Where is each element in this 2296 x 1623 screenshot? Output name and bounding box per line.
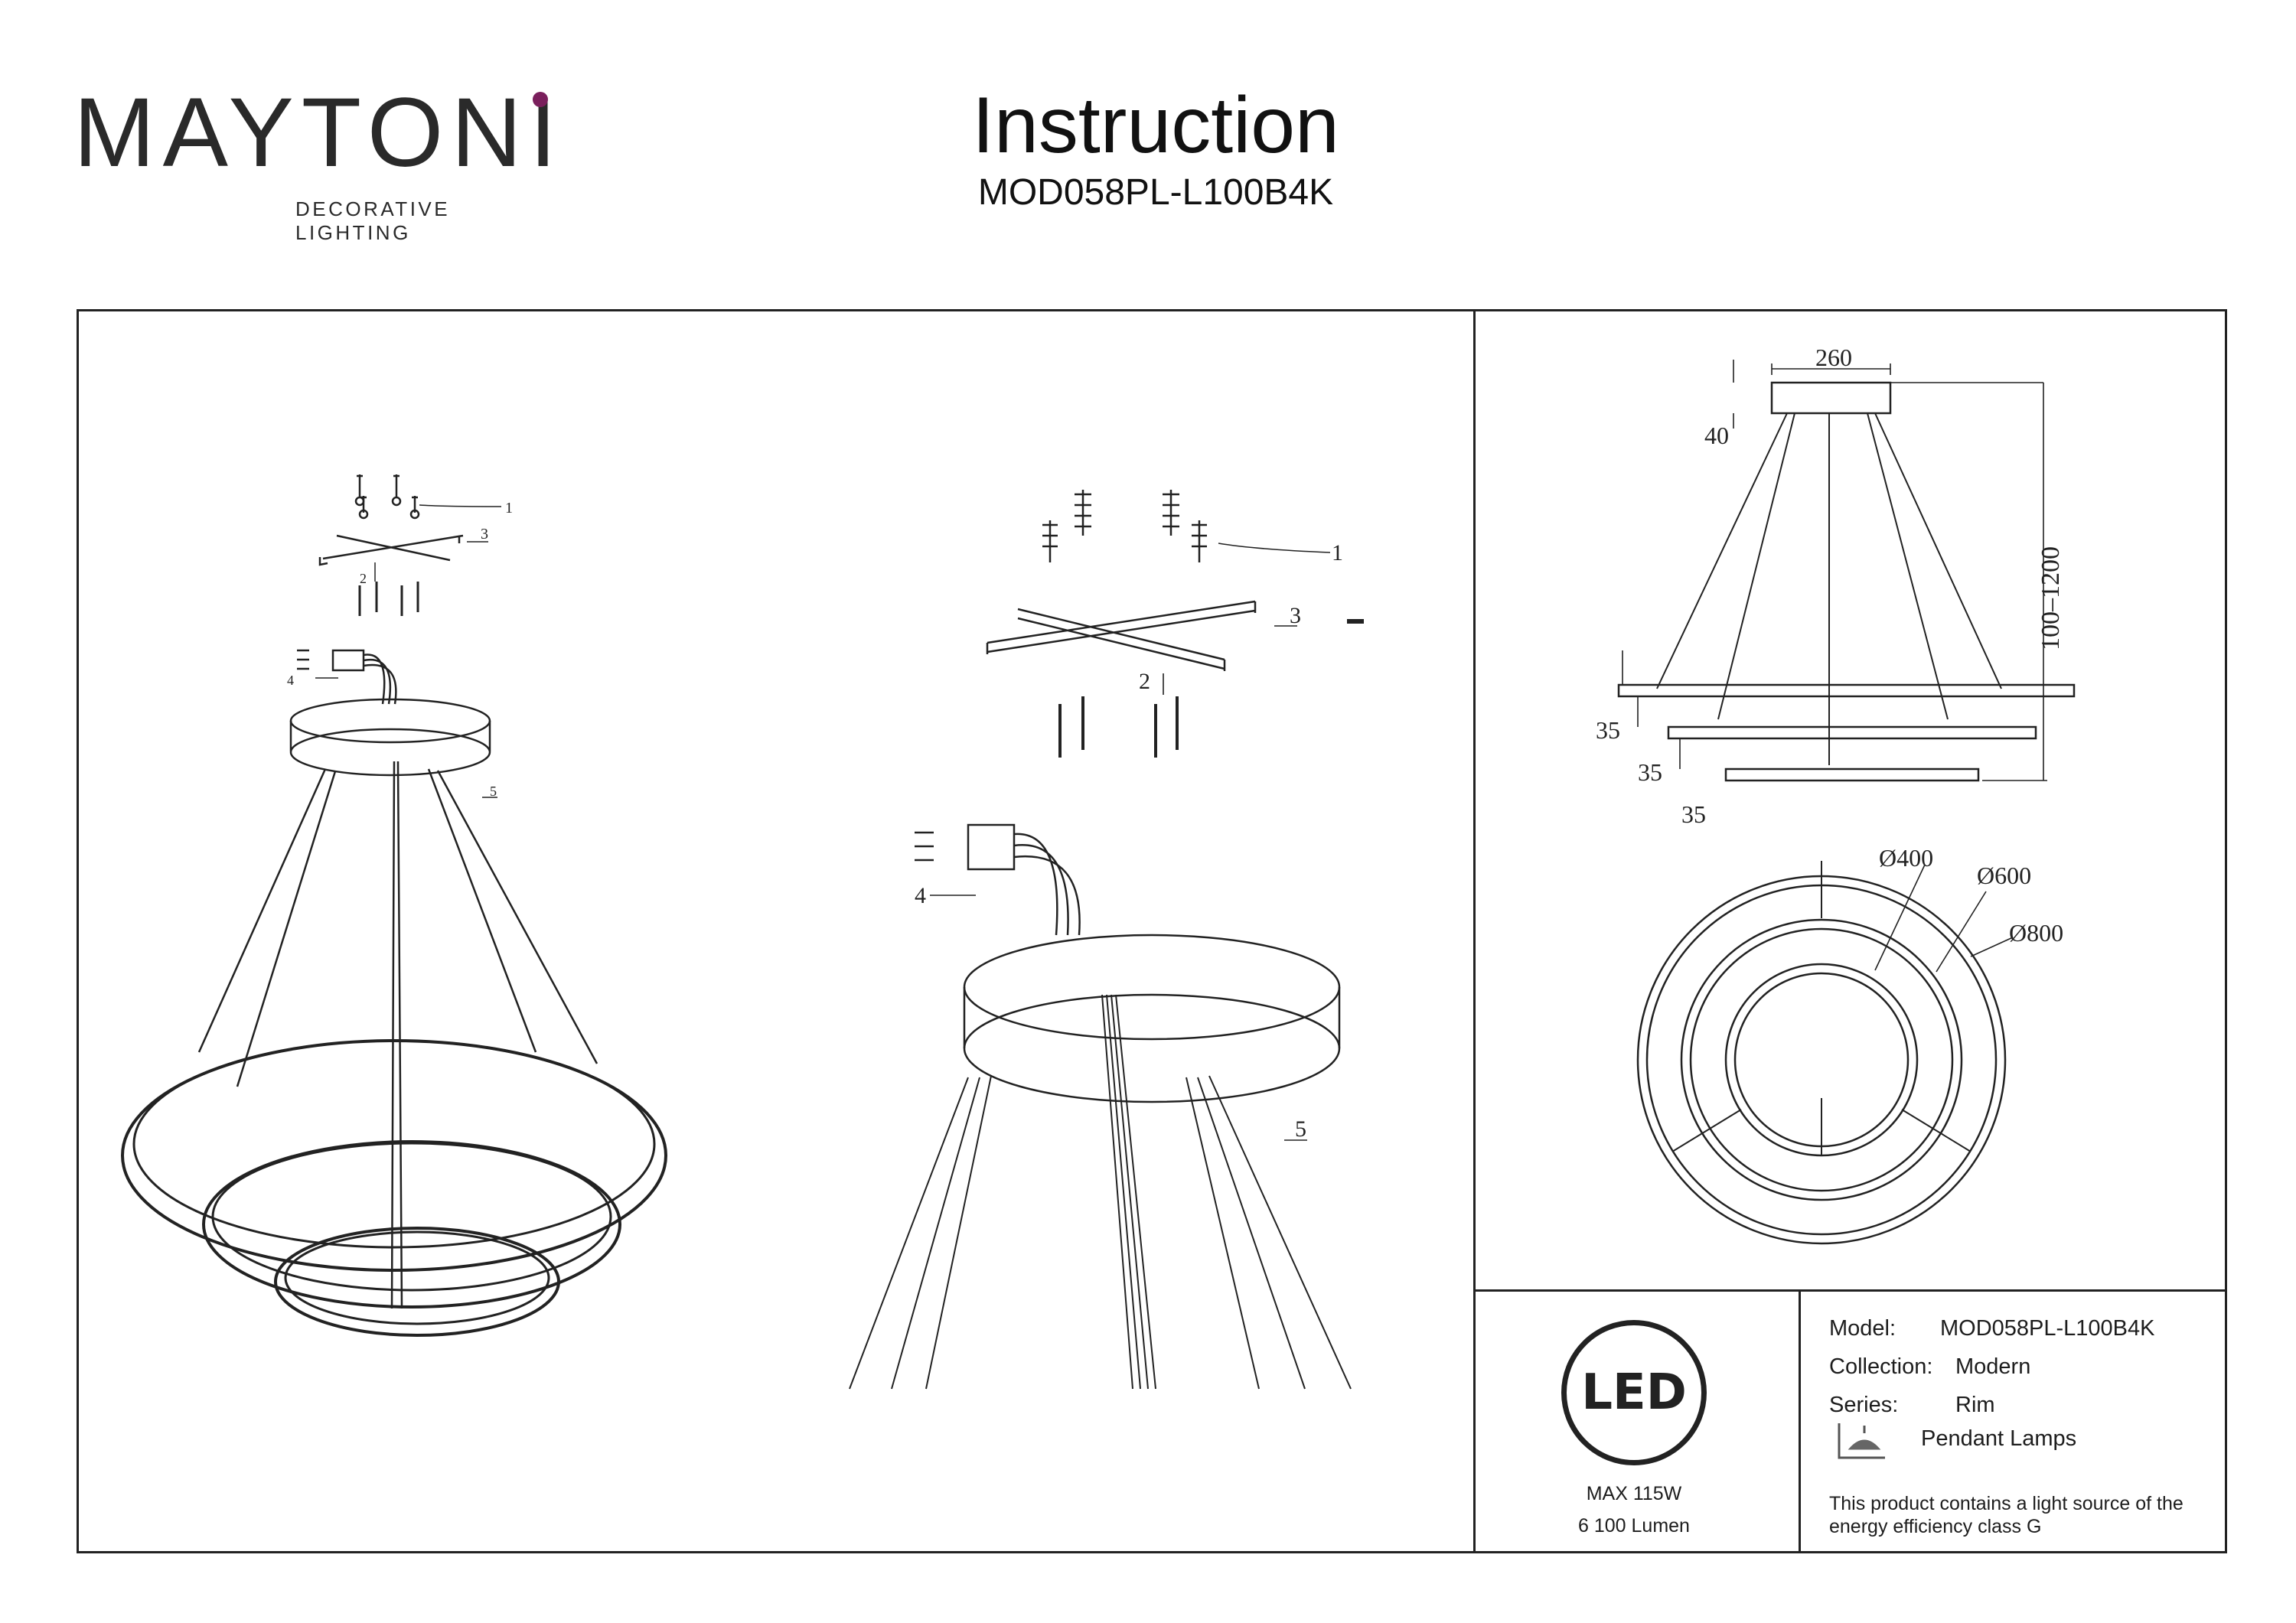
led-lumen: 6 100 Lumen <box>1578 1515 1690 1537</box>
spec-collection-label: Collection: <box>1829 1354 1933 1379</box>
spec-series-label: Series: <box>1829 1393 1899 1417</box>
callout-4-small: 4 <box>287 673 294 688</box>
spec-collection-value: Modern <box>1955 1354 2031 1379</box>
callout-5-small: 5 <box>490 784 497 799</box>
ring-medium-side <box>1667 725 2037 740</box>
ceiling-screws-icon <box>354 474 420 520</box>
pendant-lamp-icon <box>1838 1423 1885 1459</box>
callout-5: 5 <box>1295 1116 1306 1142</box>
spec-type-value: Pendant Lamps <box>1921 1426 2077 1451</box>
terminal-block-icon <box>297 649 397 705</box>
frame-divider-info <box>1799 1289 1801 1553</box>
canopy-outline <box>1770 381 1892 415</box>
dim-suspension-length: 100–1200 <box>2037 546 2065 650</box>
brand-wordmark: MAYTONI <box>73 78 565 187</box>
dim-ring-height-1: 35 <box>1596 716 1620 744</box>
brand-logo: MAYTONI DECORATIVE LIGHTING <box>73 78 565 245</box>
ring-medium-plan <box>1680 918 1963 1201</box>
assembly-drawing-detail: 1 3 2 4 5 <box>849 490 1364 1390</box>
dim-canopy-width: 260 <box>1815 344 1852 371</box>
led-badge: LED <box>1561 1320 1707 1465</box>
spec-model-value: MOD058PL-L100B4K <box>1940 1316 2155 1341</box>
terminal-block-large-icon <box>915 823 1081 936</box>
dim-diameter-large: Ø800 <box>2009 919 2063 947</box>
assembly-drawing-overview: 1 3 2 4 5 <box>121 474 667 1337</box>
callout-4: 4 <box>915 883 926 908</box>
drawing-frame <box>77 309 2227 1553</box>
mounting-bracket-icon <box>318 534 464 566</box>
ring-small-side <box>1724 768 1980 782</box>
dimension-drawing: 260 40 100–1200 35 35 35 Ø400 Ø600 Ø800 <box>1596 344 2076 1245</box>
energy-class-line-1: This product contains a light source of … <box>1829 1493 2183 1514</box>
spec-model-label: Model: <box>1829 1316 1896 1341</box>
dim-canopy-height: 40 <box>1704 422 1729 449</box>
dim-diameter-medium: Ø600 <box>1977 862 2031 889</box>
page-title: Instruction <box>972 81 1339 170</box>
energy-class-note: This product contains a light source of … <box>1829 1492 2183 1538</box>
dim-ring-height-2: 35 <box>1638 758 1662 786</box>
callout-3-small: 3 <box>481 526 488 543</box>
page-model-number: MOD058PL-L100B4K <box>977 172 1334 213</box>
led-badge-text: LED <box>1581 1364 1687 1421</box>
ring-large-plan <box>1636 875 2007 1245</box>
callout-2-small: 2 <box>360 571 367 586</box>
ring-large-side <box>1617 683 2076 698</box>
brand-accent-dot <box>533 92 548 107</box>
dim-diameter-small: Ø400 <box>1879 844 1933 872</box>
dim-ring-height-3: 35 <box>1681 800 1706 828</box>
spec-series-value: Rim <box>1955 1393 1995 1417</box>
callout-3: 3 <box>1290 603 1301 628</box>
wall-anchors-icon <box>1042 490 1207 562</box>
energy-class-line-2: energy efficiency class G <box>1829 1516 2042 1537</box>
mounting-bracket-large-icon <box>986 600 1257 671</box>
frame-divider-horizontal <box>1473 1289 2227 1292</box>
callout-1: 1 <box>1332 540 1343 565</box>
led-power: MAX 115W <box>1586 1483 1682 1504</box>
callout-1-small: 1 <box>505 500 513 517</box>
frame-divider-vertical <box>1473 309 1476 1553</box>
callout-2: 2 <box>1139 669 1150 694</box>
brand-tagline: DECORATIVE LIGHTING <box>295 197 451 244</box>
